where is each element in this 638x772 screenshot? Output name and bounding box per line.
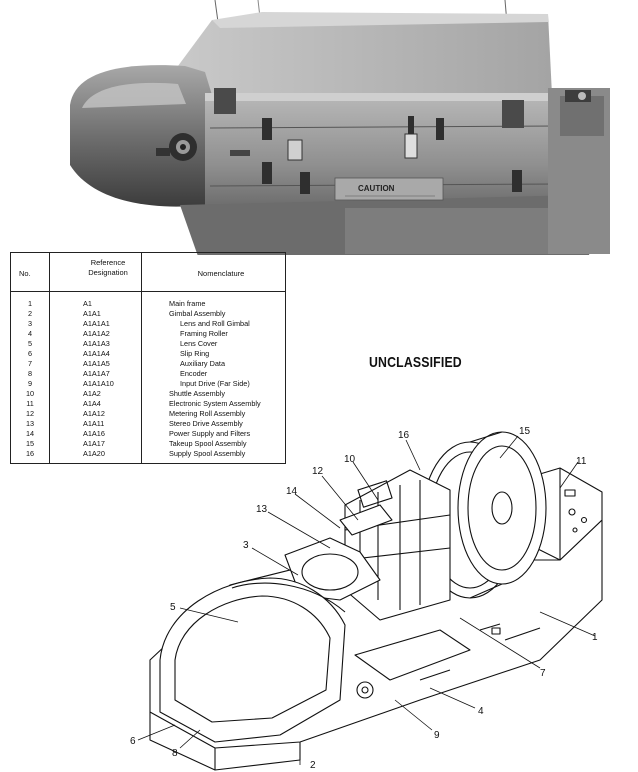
callout-4: 4 [478,706,484,717]
camera-line-drawing: 1 2 3 4 5 6 7 8 9 10 11 12 13 14 15 16 [130,426,603,771]
row-no: 10 [25,389,35,398]
row-no: 16 [25,449,35,458]
callout-14: 14 [286,486,298,497]
callout-1: 1 [592,632,598,643]
table-row: 16 A1A20 Supply Spool Assembly [11,449,285,459]
callout-5: 5 [170,602,176,613]
camera-photograph: CAUTION [70,0,610,255]
row-ref: A1A1A3 [83,339,110,348]
row-name: Auxiliary Data [180,359,226,368]
row-ref: A1A1A1 [83,319,110,328]
table-row: 5 A1A1A3 Lens Cover [11,339,285,349]
callout-7: 7 [540,668,546,679]
row-name: Stereo Drive Assembly [169,419,243,428]
row-ref: A1A2 [83,389,101,398]
row-name: Gimbal Assembly [169,309,226,318]
table-row: 3 A1A1A1 Lens and Roll Gimbal [11,319,285,329]
row-no: 5 [27,339,33,348]
row-no: 9 [27,379,33,388]
row-name: Electronic System Assembly [169,399,261,408]
row-name: Shuttle Assembly [169,389,225,398]
callout-10: 10 [344,454,356,465]
callout-16: 16 [398,430,410,441]
classification-marking: UNCLASSIFIED [369,354,462,371]
row-name: Slip Ring [180,349,210,358]
callout-9: 9 [434,730,440,741]
row-ref: A1A4 [83,399,101,408]
row-name: Main frame [169,299,206,308]
row-ref: A1A1A4 [83,349,110,358]
header-no: No. [19,269,31,278]
callout-3: 3 [243,540,249,551]
row-ref: A1A20 [83,449,105,458]
callout-2: 2 [310,760,316,771]
row-name: Framing Roller [180,329,228,338]
row-no: 1 [27,299,33,308]
row-no: 3 [27,319,33,328]
header-nomenclature: Nomenclature [197,269,245,278]
row-ref: A1A17 [83,439,105,448]
row-ref: A1A11 [83,419,105,428]
callout-11: 11 [576,456,587,467]
row-no: 15 [25,439,35,448]
row-ref: A1A1 [83,309,101,318]
table-row: 15 A1A17 Takeup Spool Assembly [11,439,285,449]
row-no: 7 [27,359,33,368]
row-no: 12 [25,409,35,418]
row-name: Input Drive (Far Side) [180,379,250,388]
row-name: Metering Roll Assembly [169,409,246,418]
callout-12: 12 [312,466,324,477]
table-row: 12 A1A12 Metering Roll Assembly [11,409,285,419]
reference-table: No. Reference Designation Nomenclature 1… [10,252,286,464]
row-no: 2 [27,309,33,318]
row-ref: A1A16 [83,429,105,438]
table-row: 1 A1 Main frame [11,299,285,309]
row-ref: A1 [83,299,92,308]
row-no: 8 [27,369,33,378]
header-reference-designation: Reference Designation [73,258,143,278]
table-row: 13 A1A11 Stereo Drive Assembly [11,419,285,429]
table-row: 14 A1A16 Power Supply and Filters [11,429,285,439]
row-no: 6 [27,349,33,358]
row-ref: A1A12 [83,409,105,418]
column-divider [49,253,50,463]
row-name: Lens Cover [180,339,218,348]
row-no: 4 [27,329,33,338]
row-no: 13 [25,419,35,428]
row-ref: A1A1A5 [83,359,110,368]
row-name: Power Supply and Filters [169,429,251,438]
row-ref: A1A1A7 [83,369,110,378]
callout-15: 15 [519,426,531,437]
table-row: 7 A1A1A5 Auxiliary Data [11,359,285,369]
table-row: 9 A1A1A10 Input Drive (Far Side) [11,379,285,389]
callout-6: 6 [130,736,136,747]
row-name: Lens and Roll Gimbal [180,319,250,328]
row-ref: A1A1A2 [83,329,110,338]
table-row: 6 A1A1A4 Slip Ring [11,349,285,359]
table-row: 4 A1A1A2 Framing Roller [11,329,285,339]
row-name: Encoder [180,369,208,378]
table-row: 2 A1A1 Gimbal Assembly [11,309,285,319]
column-divider [141,253,142,463]
row-name: Takeup Spool Assembly [169,439,247,448]
table-header: No. Reference Designation Nomenclature [11,253,285,292]
table-row: 10 A1A2 Shuttle Assembly [11,389,285,399]
header-ref-line2: Designation [88,268,128,277]
caution-plate-text: CAUTION [358,184,395,193]
header-ref-line1: Reference [90,258,126,267]
callout-8: 8 [172,748,178,759]
table-row: 8 A1A1A7 Encoder [11,369,285,379]
callout-13: 13 [256,504,268,515]
table-row: 11 A1A4 Electronic System Assembly [11,399,285,409]
row-no: 11 [26,399,34,408]
row-ref: A1A1A10 [83,379,114,388]
row-name: Supply Spool Assembly [169,449,246,458]
row-no: 14 [25,429,35,438]
